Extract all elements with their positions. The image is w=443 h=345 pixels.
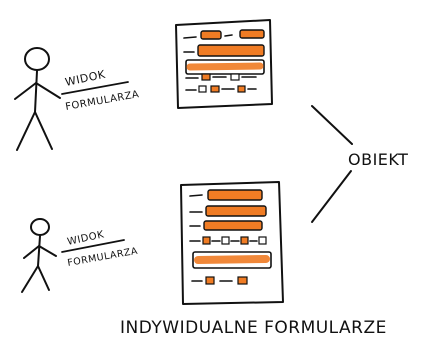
- view-label-top-line2: FORMULARZA: [65, 89, 141, 113]
- view-label-top-line1: WIDOK: [64, 68, 107, 89]
- connector-lines: [311, 105, 353, 223]
- connector-bottom: [311, 170, 352, 223]
- form-sheet-bottom: [180, 181, 284, 305]
- form-sheet-top: [175, 19, 273, 109]
- user-figure-bottom: [21, 218, 57, 293]
- caption: INDYWIDUALNE FORMULARZE: [120, 318, 387, 338]
- view-label-bottom: WIDOK FORMULARZA: [61, 229, 139, 269]
- user-figure-top: [14, 47, 61, 151]
- view-label-top: WIDOK FORMULARZA: [61, 68, 141, 113]
- object-label: OBIEKT: [348, 150, 408, 169]
- connector-top: [311, 105, 353, 145]
